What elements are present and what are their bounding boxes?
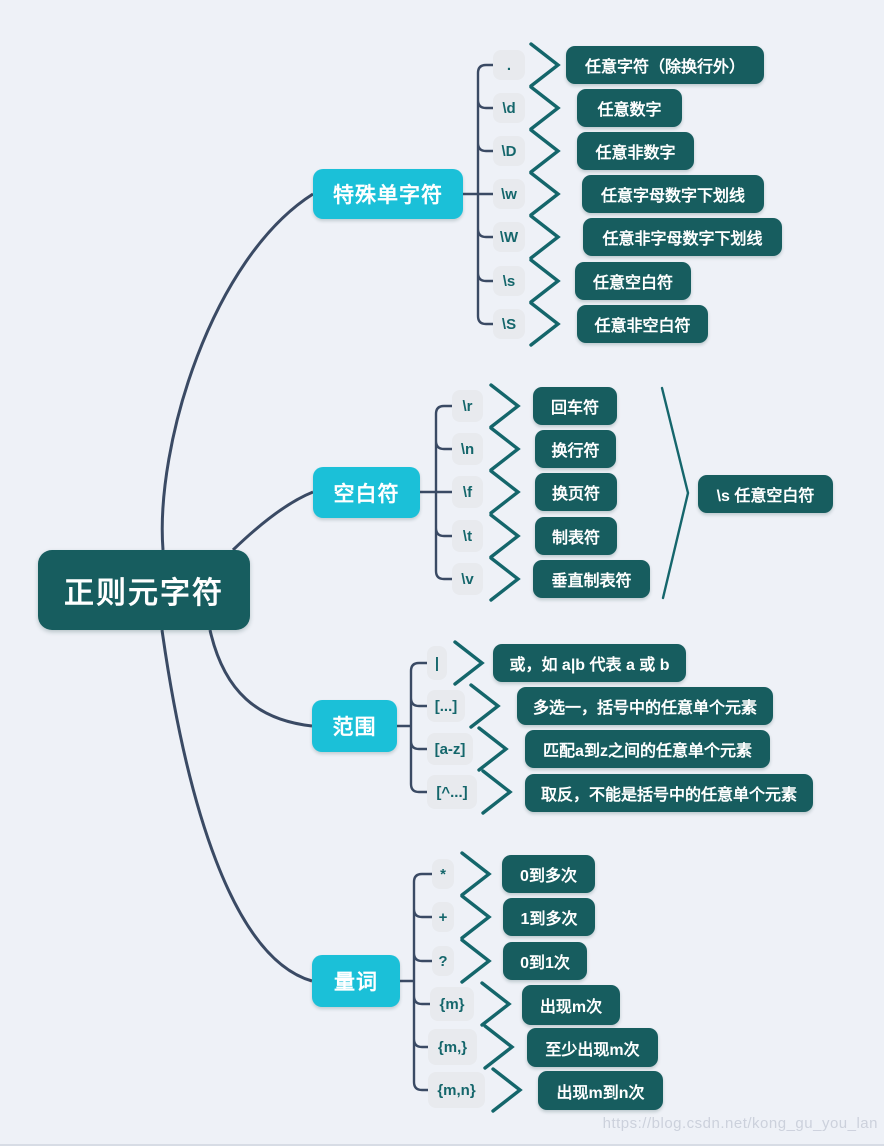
chevron-icon: [529, 214, 561, 260]
symbol-node[interactable]: \S: [493, 309, 525, 339]
symbol-node[interactable]: [a-z]: [427, 733, 473, 765]
leaf-node[interactable]: 垂直制表符: [533, 560, 650, 598]
leaf-node[interactable]: 或，如 a|b 代表 a 或 b: [493, 644, 686, 682]
leaf-node[interactable]: 0到多次: [502, 855, 595, 893]
leaf-node[interactable]: 任意数字: [577, 89, 682, 127]
branch-node-quantifier[interactable]: 量词: [312, 955, 400, 1007]
chevron-icon: [489, 556, 521, 602]
chevron-icon: [491, 1067, 523, 1113]
leaf-node[interactable]: 任意字母数字下划线: [582, 175, 764, 213]
branch-node-range[interactable]: 范围: [312, 700, 397, 752]
group-bracket-icon: [660, 386, 690, 600]
leaf-node[interactable]: 任意非数字: [577, 132, 694, 170]
chevron-icon: [453, 640, 485, 686]
symbol-node[interactable]: ?: [432, 946, 454, 976]
branch-node-whitespace[interactable]: 空白符: [313, 467, 420, 518]
chevron-icon: [529, 42, 561, 88]
branch-connector-quantifier: [398, 872, 434, 1092]
leaf-node[interactable]: 换页符: [535, 473, 617, 511]
leaf-node[interactable]: 出现m次: [522, 985, 620, 1025]
leaf-node[interactable]: 任意非空白符: [577, 305, 708, 343]
chevron-icon: [477, 726, 509, 772]
chevron-icon: [481, 769, 513, 815]
symbol-node[interactable]: \D: [493, 136, 525, 166]
root-node[interactable]: 正则元字符: [38, 550, 250, 630]
symbol-node[interactable]: |: [427, 646, 447, 680]
symbol-node[interactable]: \w: [493, 179, 525, 209]
branch-connector-range: [395, 661, 429, 794]
branch-connector-special: [461, 63, 495, 326]
chevron-icon: [489, 513, 521, 559]
leaf-node[interactable]: 1到多次: [503, 898, 595, 936]
symbol-node[interactable]: {m,n}: [428, 1072, 485, 1108]
leaf-node[interactable]: 0到1次: [503, 942, 587, 980]
leaf-node[interactable]: 多选一，括号中的任意单个元素: [517, 687, 773, 725]
symbol-node[interactable]: \n: [452, 433, 483, 465]
chevron-icon: [489, 383, 521, 429]
symbol-node[interactable]: [^...]: [427, 775, 477, 809]
symbol-node[interactable]: {m,}: [428, 1029, 477, 1065]
branch-connector-whitespace: [418, 404, 454, 581]
chevron-icon: [489, 426, 521, 472]
leaf-node[interactable]: 任意字符（除换行外）: [566, 46, 764, 84]
symbol-node[interactable]: +: [432, 902, 454, 932]
symbol-node[interactable]: \r: [452, 390, 483, 422]
symbol-node[interactable]: \t: [452, 520, 483, 552]
chevron-icon: [460, 938, 492, 984]
leaf-node[interactable]: 制表符: [535, 517, 617, 555]
symbol-node[interactable]: .: [493, 50, 525, 80]
branch-node-special-chars[interactable]: 特殊单字符: [313, 169, 463, 219]
whitespace-summary-node[interactable]: \s 任意空白符: [698, 475, 833, 513]
chevron-icon: [529, 258, 561, 304]
chevron-icon: [489, 469, 521, 515]
leaf-node[interactable]: 至少出现m次: [527, 1028, 658, 1067]
chevron-icon: [469, 683, 501, 729]
chevron-icon: [529, 171, 561, 217]
leaf-node[interactable]: 任意非字母数字下划线: [583, 218, 782, 256]
symbol-node[interactable]: \v: [452, 563, 483, 595]
leaf-node[interactable]: 取反，不能是括号中的任意单个元素: [525, 774, 813, 812]
watermark-url: https://blog.csdn.net/kong_gu_you_lan: [602, 1115, 878, 1132]
symbol-node[interactable]: \W: [493, 222, 525, 252]
root-connector-curves: [160, 192, 314, 983]
leaf-node[interactable]: 匹配a到z之间的任意单个元素: [525, 730, 770, 768]
symbol-node[interactable]: [...]: [427, 690, 465, 722]
leaf-node[interactable]: 回车符: [533, 387, 617, 425]
screenshot-bottom-edge: [0, 1144, 884, 1146]
chevron-icon: [483, 1024, 515, 1070]
chevron-icon: [480, 981, 512, 1027]
symbol-node[interactable]: {m}: [430, 987, 474, 1021]
chevron-icon: [529, 85, 561, 131]
symbol-node[interactable]: \f: [452, 476, 483, 508]
leaf-node[interactable]: 任意空白符: [575, 262, 691, 300]
symbol-node[interactable]: \s: [493, 266, 525, 296]
chevron-icon: [460, 894, 492, 940]
chevron-icon: [529, 128, 561, 174]
chevron-icon: [529, 301, 561, 347]
symbol-node[interactable]: *: [432, 859, 454, 889]
leaf-node[interactable]: 换行符: [535, 430, 616, 468]
symbol-node[interactable]: \d: [493, 93, 525, 123]
leaf-node[interactable]: 出现m到n次: [538, 1071, 663, 1110]
chevron-icon: [460, 851, 492, 897]
